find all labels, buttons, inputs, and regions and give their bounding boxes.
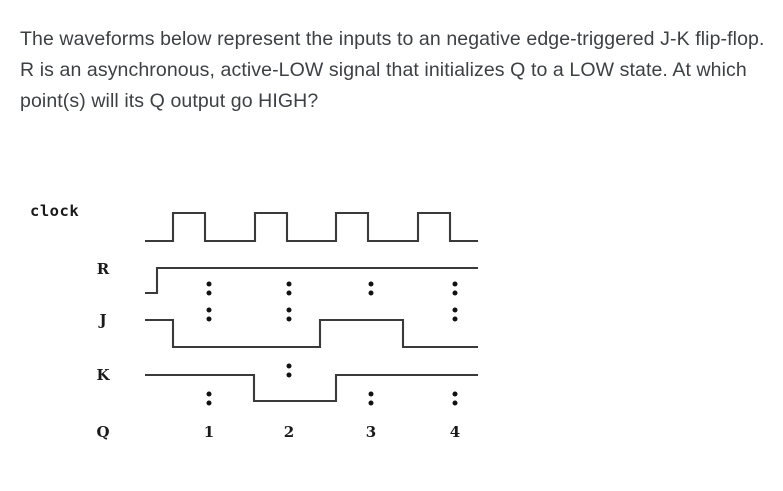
- point-marker-4: 4: [450, 423, 460, 441]
- clock-waveform: [145, 211, 478, 243]
- point-marker-1: 1: [204, 423, 214, 441]
- question-text: The waveforms below represent the inputs…: [20, 28, 765, 112]
- signal-label-j: J: [97, 311, 106, 329]
- signal-label-clock: clock: [30, 202, 79, 220]
- marker-dots-3: [368, 281, 374, 406]
- point-marker-3: 3: [366, 423, 376, 441]
- waveform-diagram: clock R J K Q: [0, 188, 520, 463]
- r-waveform: [145, 266, 478, 295]
- point-marker-2: 2: [284, 423, 294, 441]
- j-waveform: [145, 318, 478, 349]
- marker-dots-2: [286, 281, 292, 378]
- signal-label-r: R: [97, 260, 110, 278]
- k-waveform: [145, 373, 478, 403]
- signal-label-q: Q: [96, 423, 109, 441]
- waveform-svg: clock R J K Q: [30, 202, 478, 441]
- marker-dots-4: [452, 281, 458, 406]
- marker-dots-1: [206, 281, 212, 406]
- signal-label-k: K: [96, 366, 110, 384]
